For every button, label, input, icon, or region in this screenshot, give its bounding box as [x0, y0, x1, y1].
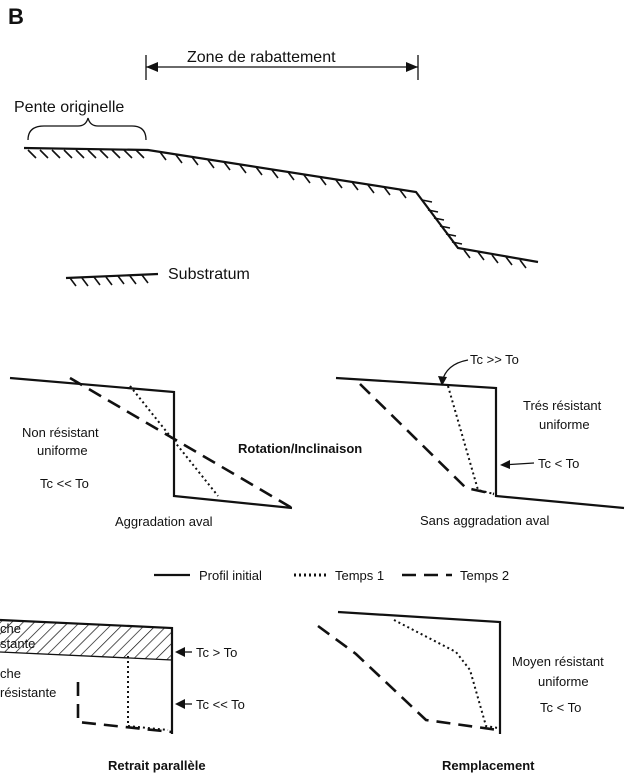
left-relation-label: Tc << To: [40, 476, 89, 491]
relation-bottom-label: Tc << To: [196, 697, 245, 712]
left-caption: Aggradation aval: [115, 514, 213, 529]
layer2-label-a: che: [0, 666, 21, 681]
replacement-type: Moyen résistant: [512, 654, 604, 669]
replacement-type-2: uniforme: [538, 674, 589, 689]
ground-hatching: [27, 149, 527, 269]
relation-top-label: Tc > To: [196, 645, 237, 660]
zone-arrow-left-head: [146, 62, 158, 72]
right-caption: Sans aggradation aval: [420, 513, 549, 528]
left-type-label: Non résistant: [22, 425, 99, 440]
top-profile-panel: Zone de rabattement Pente originelle Sub…: [14, 49, 539, 287]
parallel-caption: Retrait parallèle: [108, 758, 206, 773]
substratum-label: Substratum: [168, 266, 250, 283]
original-slope-label: Pente originelle: [14, 99, 124, 116]
initial-profile: [9, 376, 293, 510]
rotation-title: Rotation/Inclinaison: [238, 441, 362, 456]
original-slope-brace: [27, 117, 147, 141]
time1-profile: [393, 619, 499, 729]
legend-time1-label: Temps 1: [335, 568, 384, 583]
layer1-label-b: stante: [0, 636, 35, 651]
time2-profile: [76, 682, 173, 734]
panel-letter: B: [8, 4, 24, 29]
zone-arrow-right-head: [406, 62, 418, 72]
ground-profile: [23, 146, 539, 264]
replacement-diagram: Moyen résistant uniforme Tc < To Remplac…: [317, 610, 604, 773]
left-type-label-2: uniforme: [37, 443, 88, 458]
right-type-label-2: uniforme: [539, 417, 590, 432]
initial-profile: [335, 376, 625, 510]
legend: Profil initial Temps 1 Temps 2: [154, 568, 509, 583]
layer2-label-b: résistante: [0, 685, 56, 700]
relation-top-arrowhead: [438, 376, 447, 386]
relation-top-arrowhead: [175, 647, 185, 657]
time1-profile: [127, 656, 169, 731]
time1-profile: [447, 385, 495, 495]
time1-profile: [129, 385, 219, 497]
layer1-label-a: che: [0, 621, 21, 636]
right-relation-label: Tc < To: [538, 456, 579, 471]
replacement-caption: Remplacement: [442, 758, 535, 773]
replacement-relation: Tc < To: [540, 700, 581, 715]
time2-profile: [317, 624, 499, 732]
initial-profile: [0, 618, 174, 734]
relation-bottom-arrowhead: [175, 699, 185, 709]
zone-label: Zone de rabattement: [187, 49, 336, 66]
relation-arrowhead: [500, 460, 510, 469]
parallel-retreat-diagram: che stante che résistante Tc > To Tc << …: [0, 618, 245, 773]
resistant-layer-hatch: [0, 620, 172, 660]
right-relation-top: Tc >> To: [470, 352, 519, 367]
layer-boundary: [0, 651, 173, 661]
rotation-right-diagram: Tc >> To Trés résistant uniforme Tc < To…: [335, 352, 625, 528]
initial-profile: [337, 610, 502, 734]
legend-initial-label: Profil initial: [199, 568, 262, 583]
substratum-hatching: [69, 274, 149, 287]
rotation-left-diagram: Non résistant uniforme Tc << To Aggradat…: [9, 376, 293, 529]
legend-time2-label: Temps 2: [460, 568, 509, 583]
right-type-label: Trés résistant: [523, 398, 602, 413]
